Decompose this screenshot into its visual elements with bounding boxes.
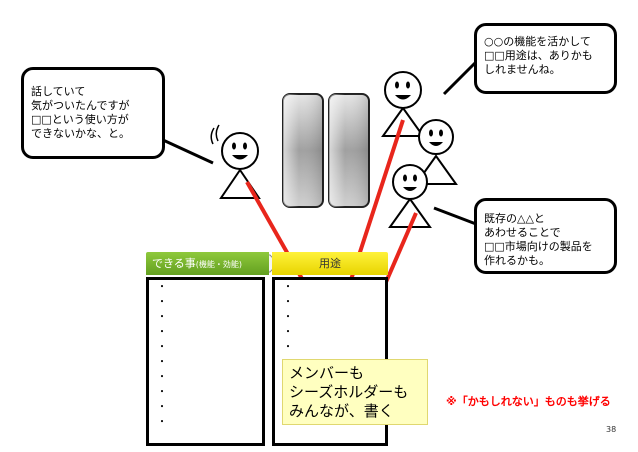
speech-bubble-right: 既存の△△と あわせることで □□市場向けの製品を 作れるかも。 xyxy=(474,198,617,274)
page-number: 38 xyxy=(606,425,617,434)
bubble-left-tail xyxy=(162,138,214,165)
right-pillar xyxy=(328,93,370,208)
header-can-do-label: できる事 xyxy=(152,257,196,270)
person-bottom xyxy=(388,164,432,228)
bubble-right-tail xyxy=(433,206,477,226)
left-pillar xyxy=(282,93,324,208)
speech-bubble-top-right: ○○の機能を活かして □□用途は、ありかも しれませんね。 xyxy=(474,23,617,94)
note-everyone-writes: メンバーも シーズホルダーも みんなが、書く xyxy=(282,359,428,425)
bubble-top-right-tail xyxy=(442,60,478,96)
column-can-do-dots: ・ ・ ・ ・ ・ ・ ・ ・ ・ ・ xyxy=(157,282,167,428)
column-can-do: ・ ・ ・ ・ ・ ・ ・ ・ ・ ・ xyxy=(146,277,265,446)
header-can-do-sub: (機能・効能) xyxy=(195,260,243,269)
note-include-maybes: ※「かもしれない」ものも挙げる xyxy=(446,395,611,408)
person-left xyxy=(210,124,261,199)
header-can-do: できる事(機能・効能) xyxy=(146,252,269,275)
speech-bubble-left: 話していて 気がついたんですが □□という使い方が できないかな、と。 xyxy=(21,67,165,159)
header-use: 用途 xyxy=(272,252,388,275)
